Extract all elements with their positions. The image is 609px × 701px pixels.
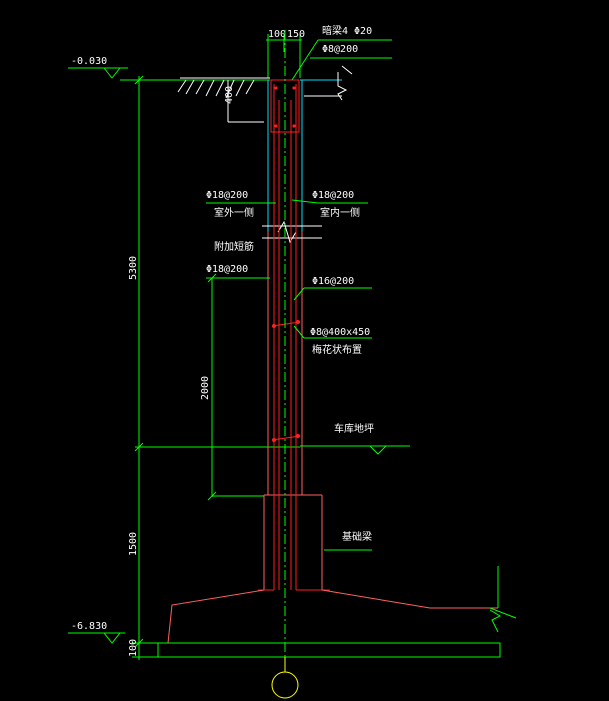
label-stirrup: Φ8@200 (322, 44, 358, 55)
dim-cover-depth: 400 (224, 86, 235, 104)
soil-hatch (177, 77, 270, 99)
label-foundation-beam: 基础梁 (342, 530, 372, 543)
rebar-dots (272, 86, 300, 442)
base-slab (157, 566, 517, 658)
label-outer-side: 室外一侧 (214, 206, 254, 219)
label-added-bar-title: 附加短筋 (214, 240, 254, 253)
break-line (262, 220, 322, 244)
footing (167, 589, 498, 644)
dim-wall-right: 150 (287, 29, 305, 40)
dim-footing-height: 1500 (128, 532, 139, 556)
top-slab (267, 65, 353, 232)
extra-bar-dimension (207, 273, 268, 501)
axis-circle (271, 671, 299, 699)
elevation-top-label: -0.030 (71, 56, 107, 67)
label-inner-bar: Φ18@200 (312, 190, 354, 201)
dim-wall-left: 100 (268, 29, 286, 40)
dim-total-height: 5300 (128, 256, 139, 280)
annotation-leaders (206, 39, 410, 551)
dim-base-thickness: 100 (128, 639, 139, 657)
label-garage-floor: 车库地坪 (334, 422, 374, 435)
top-width-dimension (266, 34, 302, 78)
label-outer-bar: Φ18@200 (206, 190, 248, 201)
label-tie-layout: 梅花状布置 (312, 343, 362, 356)
elevation-bottom-label: -6.830 (71, 621, 107, 632)
left-dimension-chain (120, 75, 300, 660)
label-added-bar: Φ18@200 (206, 264, 248, 275)
rebars (258, 84, 330, 591)
label-tie-bar: Φ8@400x450 (310, 327, 370, 338)
elevation-marker-bottom: -6.830 (68, 621, 125, 644)
label-inner-side: 室内一侧 (320, 206, 360, 219)
dim-extra-bar-length: 2000 (200, 376, 211, 400)
elevation-marker-top: -0.030 (68, 56, 128, 79)
label-dark-beam: 暗梁4 Φ20 (322, 24, 372, 37)
label-horizontal-bar: Φ16@200 (312, 276, 354, 287)
cover-dimension (227, 80, 264, 123)
